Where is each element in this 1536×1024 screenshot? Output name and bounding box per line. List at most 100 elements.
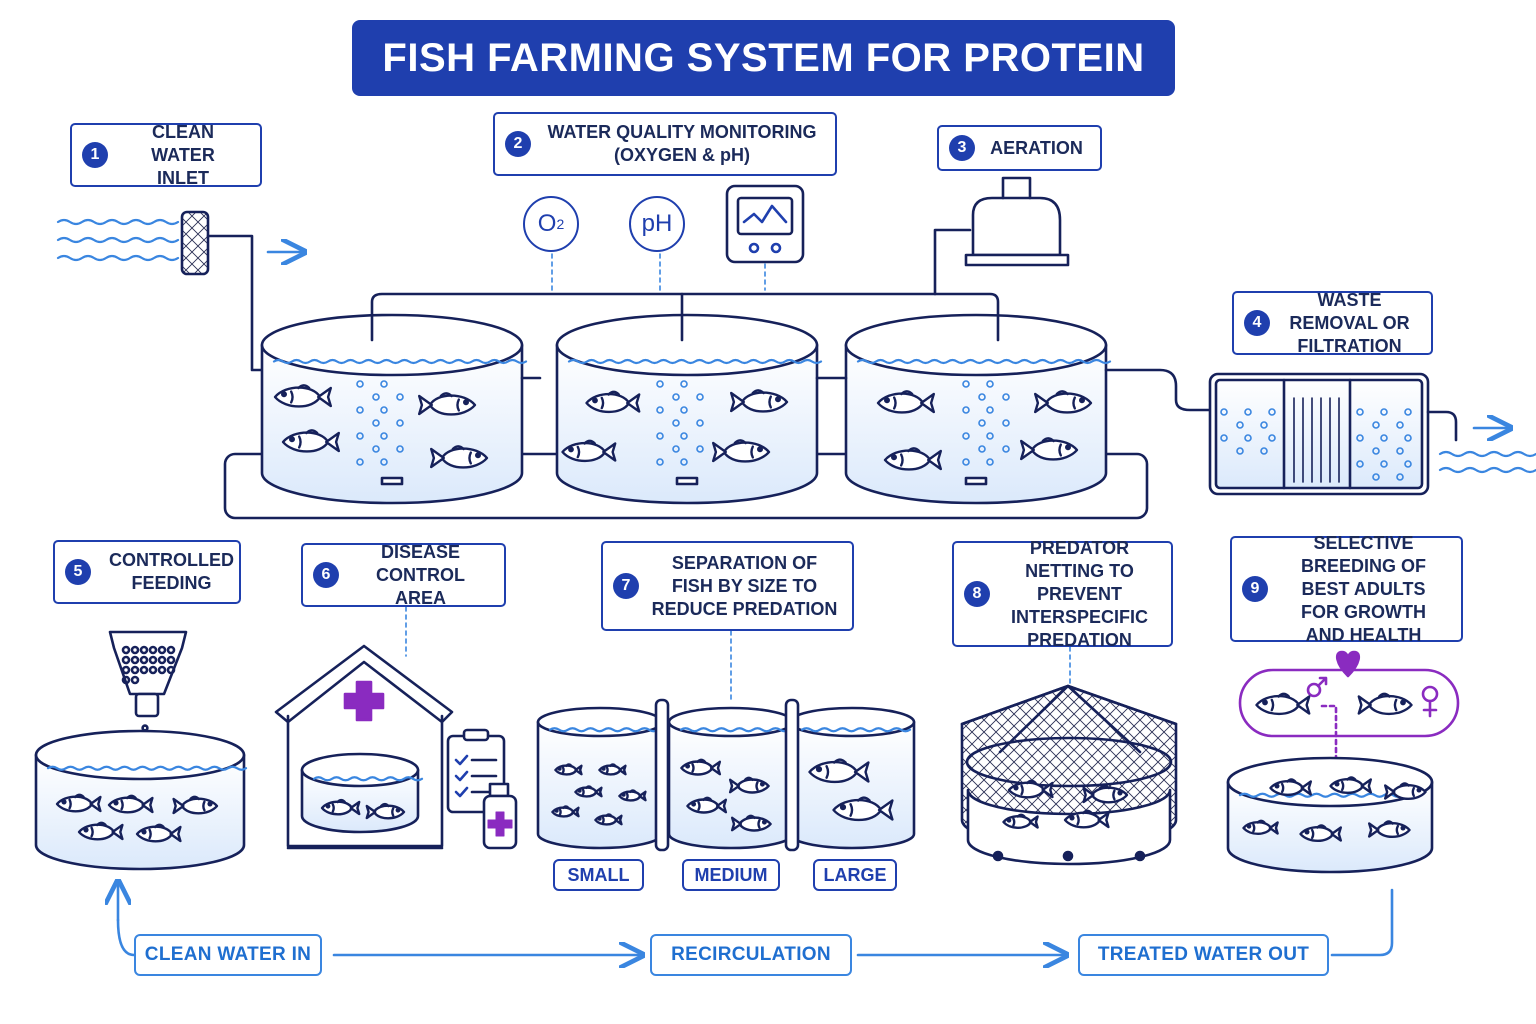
fish-tail [877,799,894,821]
fish-body [561,441,607,463]
feeder-nozzle [134,692,160,718]
bubble [1396,447,1404,455]
fish-tail [618,764,627,776]
medicine-bottle-icon [482,782,518,850]
fish-gill [391,807,395,817]
fish-icon [1299,824,1343,843]
bubble [1372,447,1380,455]
bubble [1236,447,1244,455]
fish-gill [892,396,897,410]
fish-gill [561,766,565,774]
fish-eye [462,399,470,406]
step-5-label: 5 CONTROLLED FEEDING [53,540,241,604]
fish-eye [1416,787,1422,793]
fish-gill [1270,698,1275,712]
fish-fin [696,758,707,764]
fish-eye [592,397,598,404]
fish-eye [601,766,606,771]
fish-eye [577,788,582,793]
bubble [396,393,404,401]
bubble [372,445,380,453]
bubble [1356,408,1364,416]
bubble [356,458,364,466]
fish-fin [154,823,165,829]
fish-icon [273,384,333,408]
fish-tail [730,816,743,832]
size-tag-medium: MEDIUM [682,859,780,891]
fish-body [883,449,932,471]
step-number: 8 [964,581,990,607]
tank-water-surface [679,727,791,733]
step-text: DISEASE CONTROL AREA [376,541,465,608]
bubble [672,445,680,453]
bubble [680,380,688,388]
fish-eye [61,799,67,805]
bubble [696,419,704,427]
tank-rim [555,313,819,377]
bubble [380,432,388,440]
bubble [1372,473,1380,481]
fish-tail [1296,695,1311,715]
bubble [356,380,364,388]
bubble [1260,421,1268,429]
disease-control-house [274,644,454,850]
feed-pellet [148,655,158,665]
fish-gill [576,445,581,459]
bubble [1396,421,1404,429]
fish-gill [68,798,72,810]
tank-1 [260,313,524,505]
quarantine-tank [300,752,420,834]
fish-fin [583,439,597,445]
fish-eye [325,803,331,809]
bubble [396,419,404,427]
fish-fin [856,796,871,802]
fish-eye [774,396,782,403]
small-fish-icon [574,785,603,798]
fish-gill [625,792,629,800]
fish-body [832,798,883,822]
fish-eye [1400,825,1406,831]
check-mark [454,754,469,766]
sediment-dots [1220,408,1276,455]
step-4-label: 4 WASTE REMOVAL OR FILTRATION [1232,290,1433,356]
fish-body [1391,783,1427,801]
step-number: 1 [82,142,108,168]
fish-tail [614,814,623,826]
outlet-pipe [1104,368,1214,412]
fish-icon [1255,692,1311,716]
feed-pellet [130,665,140,675]
bubble [696,445,704,453]
fish-eye [839,804,847,811]
fish-eye [621,792,626,797]
breeding-pair [1238,650,1460,762]
ph-symbol: pH [641,210,673,237]
bubble [1002,419,1010,427]
inlet-pipe [206,234,266,372]
net-icon [960,684,1178,866]
fish-eye [1274,783,1280,789]
bubble [380,458,388,466]
bubble [1404,408,1412,416]
fish-gill [331,803,335,813]
fish-fin [1383,820,1394,825]
fish-fin [1082,809,1093,815]
fish-eye [395,807,401,813]
step-number: 7 [613,573,639,599]
small-fish-icon [551,805,580,818]
fish-body [428,394,477,416]
step-text: WATER QUALITY MONITORING (OXYGEN & pH) [547,122,817,165]
tank-wall [1226,780,1434,874]
fish-gill [1411,786,1416,798]
bubble [986,458,994,466]
fish-tail [1028,815,1039,829]
fish-icon [77,821,124,841]
air-bubbles-2 [656,380,704,466]
fish-fin [336,799,347,804]
fish-icon [1269,778,1313,797]
monitor-body [725,184,805,264]
fish-icon [429,445,489,469]
fish-tail [349,800,361,816]
feed-pellet [139,645,149,655]
